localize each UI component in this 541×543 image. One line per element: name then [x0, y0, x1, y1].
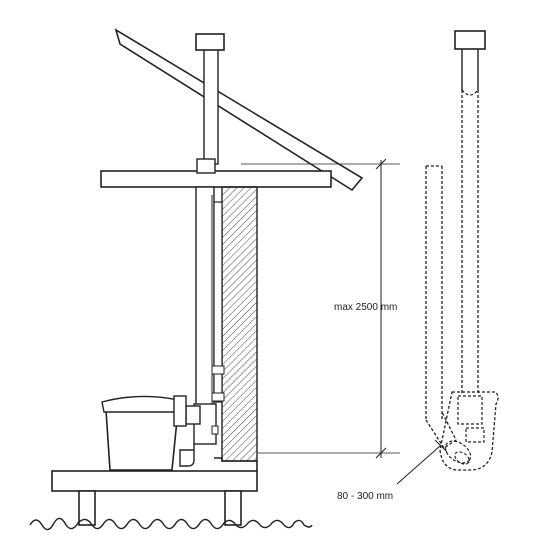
floor-slab: [51, 470, 258, 492]
vent-pipe-interior: [195, 186, 225, 408]
foundation-post-right: [224, 490, 242, 526]
building-section: [29, 28, 364, 531]
offset-dimension: 80 - 300 mm: [337, 439, 448, 502]
height-dimension: max 2500 mm: [241, 158, 400, 459]
pipe-offset-label: 80 - 300 mm: [337, 491, 393, 502]
foundation-post-left: [78, 490, 96, 526]
detail-housing: [439, 391, 499, 471]
toilet: [101, 395, 187, 471]
ceiling-beam: [100, 170, 332, 188]
detail-vent-cap: [454, 30, 486, 50]
roof: [114, 28, 364, 192]
vent-pipe-upper: [195, 33, 225, 165]
max-height-label: max 2500 mm: [334, 302, 397, 313]
pipe-collar: [196, 158, 216, 174]
ground-line: [29, 517, 313, 531]
vent-cap: [195, 33, 225, 51]
pipe-detail-view: [425, 30, 499, 471]
wall: [221, 186, 258, 462]
